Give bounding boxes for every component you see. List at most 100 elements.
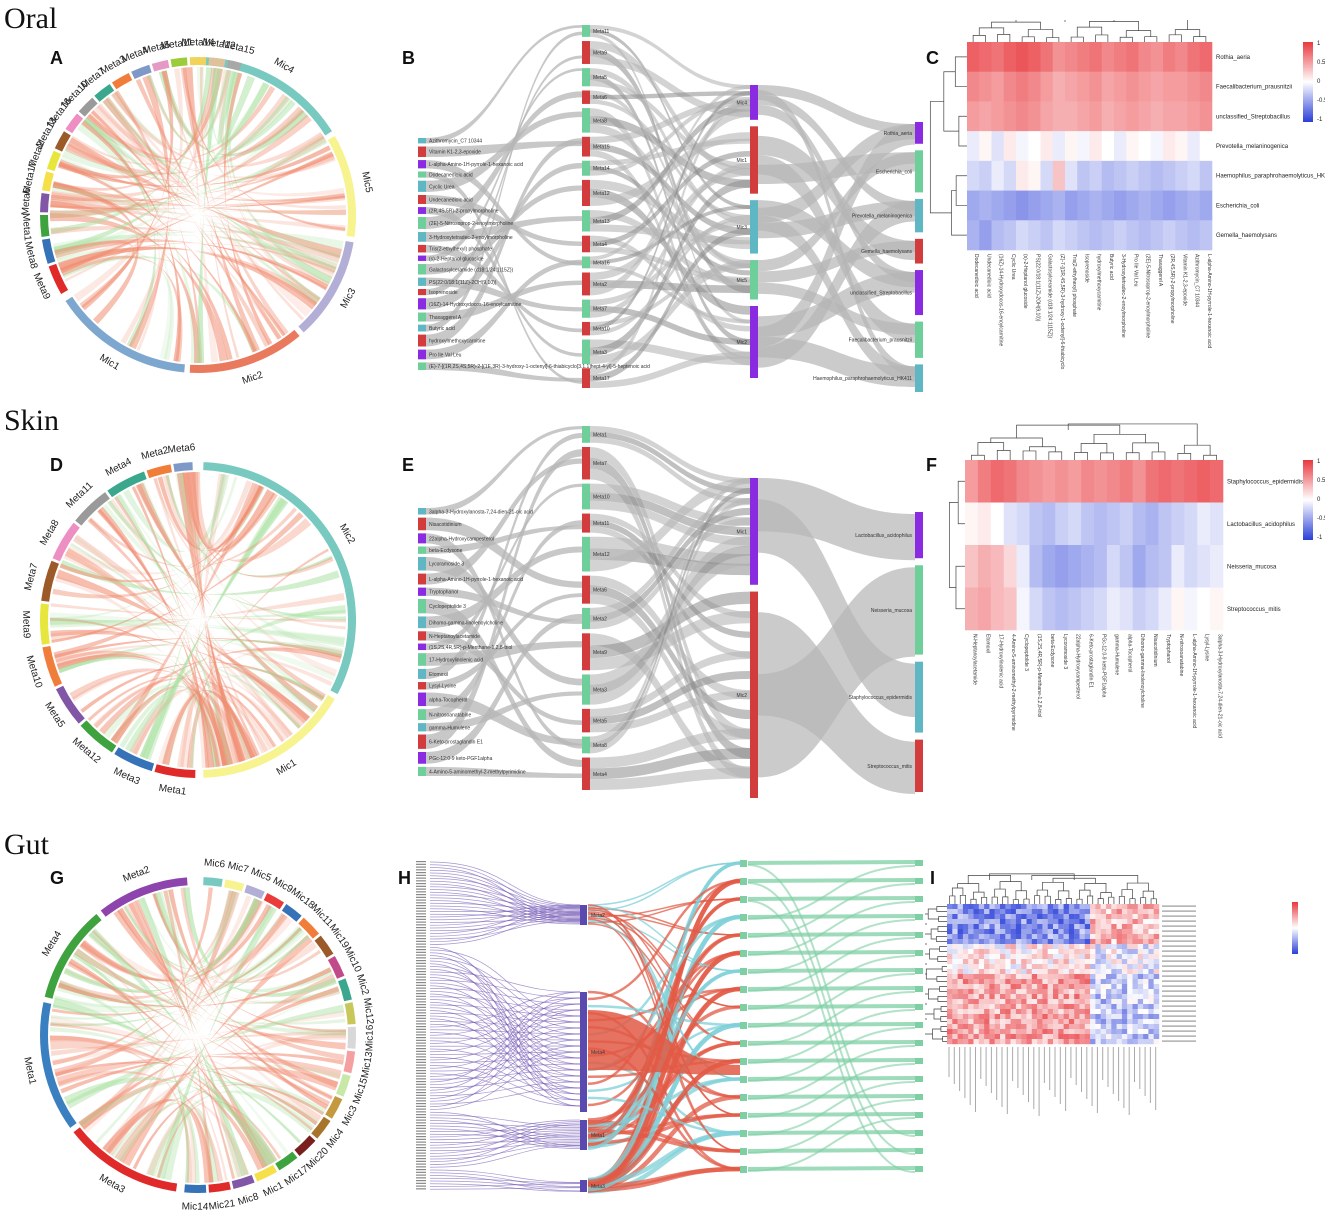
heatmap-cell bbox=[1145, 460, 1159, 503]
heatmap-cell bbox=[1010, 904, 1017, 910]
heatmap-cell bbox=[973, 1019, 979, 1025]
heatmap-cell bbox=[1000, 1009, 1006, 1015]
heatmap-cell bbox=[1031, 994, 1038, 1000]
heatmap-cell bbox=[957, 969, 964, 975]
sankey-flow bbox=[429, 1009, 581, 1108]
heatmap-cell bbox=[1047, 909, 1054, 915]
heatmap-cell bbox=[1016, 502, 1030, 546]
chord-segment-meta13 bbox=[54, 131, 71, 152]
sankey-flow bbox=[590, 517, 750, 630]
sankey-node-left bbox=[416, 869, 426, 871]
heatmap-cell bbox=[1026, 984, 1032, 990]
heatmap-cell bbox=[1116, 909, 1123, 915]
sankey-node-mic bbox=[740, 1112, 747, 1119]
heatmap-cell bbox=[1068, 959, 1075, 965]
sankey-node-left bbox=[416, 888, 426, 890]
heatmap-cell bbox=[1101, 160, 1115, 191]
heatmap-cell bbox=[1068, 999, 1075, 1005]
heatmap-cell bbox=[1053, 1014, 1059, 1020]
heatmap-cell bbox=[1111, 944, 1117, 950]
heatmap-cell bbox=[957, 1009, 964, 1015]
heatmap-cell bbox=[984, 1009, 990, 1015]
heatmap-cell bbox=[1079, 999, 1085, 1005]
heatmap-cell bbox=[1143, 1014, 1149, 1020]
sankey-flow bbox=[429, 1145, 581, 1168]
heatmap-cell bbox=[1116, 949, 1123, 955]
heatmap-cell bbox=[1053, 914, 1059, 920]
heatmap-cell bbox=[968, 949, 974, 955]
heatmap-cell bbox=[1029, 545, 1043, 588]
heatmap-cell bbox=[1084, 1039, 1091, 1045]
heatmap-cell bbox=[1137, 969, 1144, 975]
heatmap-cell bbox=[1028, 190, 1041, 221]
sankey-node-left bbox=[416, 1001, 426, 1003]
heatmap-cell bbox=[1114, 42, 1127, 73]
sankey-node-left bbox=[416, 1094, 426, 1096]
heatmap-cell bbox=[1042, 944, 1048, 950]
heatmap-cell bbox=[1037, 939, 1043, 945]
heatmap-cell bbox=[1137, 949, 1144, 955]
heatmap-cell bbox=[1106, 999, 1112, 1005]
heatmap-cell bbox=[1028, 220, 1041, 251]
heatmap-cell bbox=[1132, 1004, 1138, 1010]
heatmap-cell bbox=[1047, 1004, 1054, 1010]
sankey-node-left bbox=[416, 1059, 426, 1061]
heatmap-cell bbox=[1026, 954, 1032, 960]
sankey-node-left bbox=[416, 896, 426, 898]
heatmap-col-label: Dihomo-gamma-linolenoylcholine bbox=[1139, 634, 1145, 708]
heatmap-cell bbox=[1121, 1019, 1128, 1025]
heatmap-cell bbox=[1100, 1034, 1107, 1040]
heatmap-cell bbox=[962, 944, 969, 950]
heatmap-cell bbox=[1005, 989, 1011, 995]
heatmap-cell bbox=[1031, 1039, 1038, 1045]
heatmap-col-label: Dodecanedioic acid bbox=[973, 254, 979, 298]
heatmap-cell bbox=[1031, 904, 1038, 910]
heatmap-cell bbox=[1084, 979, 1091, 985]
heatmap-cell bbox=[947, 949, 953, 955]
heatmap-cell bbox=[1153, 1034, 1160, 1040]
heatmap-cell bbox=[1132, 904, 1138, 910]
heatmap-cell bbox=[1026, 999, 1032, 1005]
heatmap-cell bbox=[967, 190, 980, 221]
sankey-node-left bbox=[418, 631, 426, 641]
heatmap-cell bbox=[1047, 949, 1054, 955]
chord-link bbox=[52, 492, 278, 599]
heatmap-row-label bbox=[1162, 1030, 1196, 1032]
heatmap-cell bbox=[1084, 904, 1091, 910]
heatmap-cell bbox=[1074, 1034, 1080, 1040]
heatmap-cell bbox=[1003, 220, 1017, 251]
heatmap-cell bbox=[994, 964, 1001, 970]
heatmap-cell bbox=[962, 919, 969, 925]
heatmap-cell bbox=[1148, 1019, 1154, 1025]
sankey-flow bbox=[429, 949, 581, 1017]
heatmap-cell bbox=[968, 969, 974, 975]
heatmap-col-label bbox=[964, 1047, 966, 1098]
heatmap-cell bbox=[1037, 944, 1043, 950]
heatmap-col-label: Cyclic Urea bbox=[1010, 254, 1016, 280]
heatmap-cell bbox=[1063, 1004, 1070, 1010]
sankey-node-mid bbox=[582, 536, 590, 572]
sankey-flow bbox=[429, 974, 581, 1035]
sankey-mid-label: Meta13 bbox=[593, 219, 610, 225]
heatmap-cell bbox=[1079, 909, 1085, 915]
heatmap-cell bbox=[1116, 944, 1123, 950]
sankey-node-mid bbox=[582, 446, 590, 480]
sankey-mid-label: Meta16 bbox=[593, 260, 610, 266]
heatmap-cell bbox=[1111, 984, 1117, 990]
sankey-flow bbox=[429, 1073, 581, 1107]
heatmap-cell bbox=[1053, 1039, 1059, 1045]
heatmap-cell bbox=[973, 929, 979, 935]
chord-link bbox=[128, 75, 170, 350]
heatmap-cell bbox=[1000, 1019, 1006, 1025]
heatmap-cell bbox=[1137, 959, 1144, 965]
heatmap-cell bbox=[1005, 1034, 1011, 1040]
heatmap-cell bbox=[1116, 1039, 1123, 1045]
heatmap-cell bbox=[1063, 959, 1070, 965]
sankey-left-label: alpha-Tocopherol bbox=[429, 697, 467, 703]
sankey-flow bbox=[758, 567, 915, 778]
heatmap-cell bbox=[1119, 587, 1133, 631]
chord-segment-mic3 bbox=[325, 1096, 343, 1119]
sankey-flow bbox=[758, 478, 915, 561]
heatmap-col-label bbox=[1107, 1047, 1109, 1087]
heatmap-cell bbox=[1084, 994, 1091, 1000]
